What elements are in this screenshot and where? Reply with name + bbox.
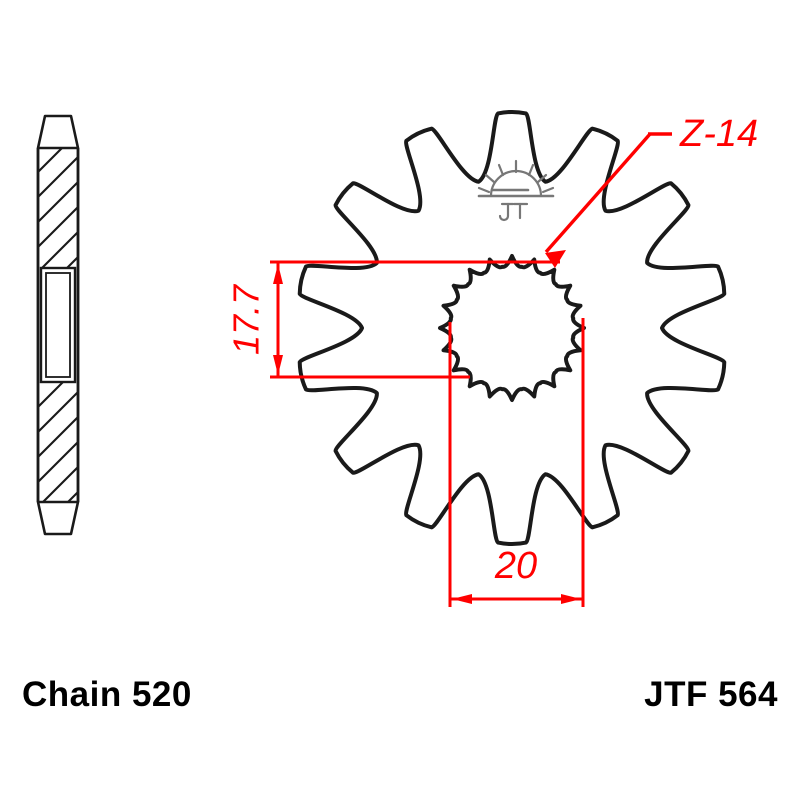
side-section-view: [36, 114, 80, 536]
dim-arrow-20-right: [561, 594, 581, 604]
sprocket-tooth-profile: [297, 109, 727, 547]
dim-arrow-20-left: [452, 594, 472, 604]
jt-sprockets-sunrise-logo: [477, 159, 555, 222]
dimension-layer: [270, 132, 672, 607]
leader-line-z14-diagonal: [544, 132, 652, 254]
side-view-hatching-bottom: [38, 382, 78, 502]
front-view-sprocket: [297, 109, 727, 547]
leader-arrow-z14: [545, 250, 566, 268]
dim-arrow-17-7-top: [273, 264, 283, 284]
dimension-text-17-7: 17.7: [226, 283, 267, 355]
dimension-text-20: 20: [494, 545, 537, 587]
part-number-label: JTF 564: [644, 675, 778, 714]
jt-monogram-icon: [498, 202, 529, 222]
chain-size-label: Chain 520: [22, 675, 192, 714]
side-view-hatching-top: [38, 148, 78, 268]
sun-horizon-icon: [477, 188, 555, 198]
callout-text-z14: Z-14: [679, 113, 758, 155]
dim-arrow-17-7-bottom: [273, 355, 283, 375]
sun-rays-icon: [477, 159, 555, 194]
side-view-web-inner: [45, 272, 71, 378]
